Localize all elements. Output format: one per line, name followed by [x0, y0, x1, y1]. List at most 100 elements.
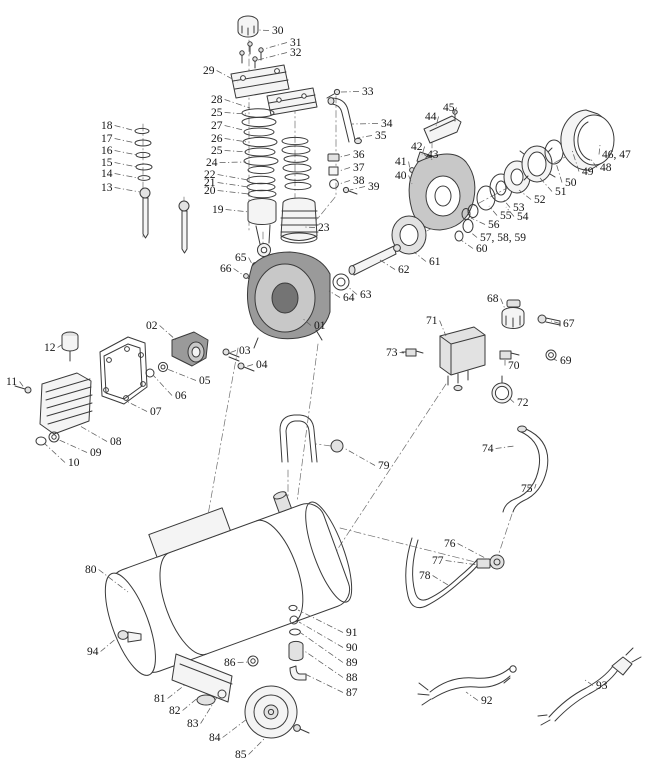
part-wheel — [244, 685, 310, 739]
stator-parts — [476, 139, 564, 211]
part-label-22: 22 — [204, 169, 216, 181]
part-regulator — [501, 299, 525, 329]
leader-line-37 — [338, 167, 351, 172]
leader-line-62 — [379, 259, 396, 270]
leader-line-01 — [301, 317, 312, 326]
head-bolts — [239, 41, 264, 69]
leader-line-66 — [233, 268, 244, 276]
leader-line-43 — [423, 154, 434, 161]
leader-line-32 — [257, 52, 288, 61]
part-label-82: 82 — [169, 705, 181, 717]
part-tank-plug — [117, 630, 142, 643]
leader-line-63 — [346, 285, 358, 295]
tube-fittings — [327, 153, 358, 195]
part-label-56: 56 — [488, 219, 500, 231]
part-label-40: 40 — [395, 170, 407, 182]
leader-line-94 — [100, 636, 119, 652]
leader-line-89 — [300, 632, 344, 663]
leader-line-29 — [216, 70, 239, 83]
part-label-73: 73 — [386, 347, 398, 359]
part-label-80: 80 — [85, 564, 97, 576]
part-power-cord — [537, 647, 642, 726]
leader-line-91 — [297, 609, 344, 633]
leader-line-30 — [258, 29, 270, 31]
leader-line-06 — [152, 374, 173, 396]
part-label-83: 83 — [187, 718, 199, 730]
part-label-78: 78 — [419, 570, 431, 582]
leader-line-40 — [408, 175, 413, 185]
part-label-37: 37 — [353, 162, 365, 174]
leader-line-25 — [224, 150, 249, 153]
leader-line-60 — [460, 239, 474, 249]
part-label-17: 17 — [101, 133, 113, 145]
leader-line-46-47 — [598, 144, 601, 155]
part-label-71: 71 — [426, 315, 438, 327]
leader-line-27 — [224, 125, 248, 132]
leader-line-13 — [114, 187, 141, 193]
part-label-30: 30 — [272, 25, 284, 37]
part-label-44: 44 — [425, 111, 437, 123]
part-label-23: 23 — [318, 222, 330, 234]
part-label-94: 94 — [87, 646, 99, 658]
leader-line-86 — [237, 661, 250, 663]
leader-line-44 — [435, 116, 439, 127]
part-label-57-58-59: 57, 58, 59 — [480, 232, 526, 244]
leader-line-64 — [328, 290, 341, 298]
part-label-92: 92 — [481, 695, 493, 707]
part-label-28: 28 — [211, 94, 223, 106]
leader-line-85 — [248, 736, 267, 755]
part-label-29: 29 — [203, 65, 215, 77]
part-label-18: 18 — [101, 120, 113, 132]
pump-crankcase-shell — [408, 153, 476, 231]
diagram-artwork — [14, 15, 642, 739]
part-label-13: 13 — [101, 182, 113, 194]
part-long-bolt — [139, 187, 151, 239]
leader-line-88 — [302, 649, 344, 678]
leader-line-08 — [79, 425, 108, 442]
part-label-33: 33 — [362, 86, 374, 98]
part-label-61: 61 — [429, 256, 441, 268]
part-label-10: 10 — [68, 457, 80, 469]
part-label-75: 75 — [521, 483, 533, 495]
part-label-66: 66 — [220, 263, 232, 275]
leader-line-42 — [421, 146, 425, 156]
drain-valve-stack — [247, 604, 307, 681]
leader-line-07 — [127, 401, 148, 412]
part-cover-screw — [14, 385, 32, 394]
part-nut — [545, 349, 557, 361]
gasket-stack-right — [281, 136, 312, 191]
tank-feet — [171, 653, 233, 706]
part-label-41: 41 — [395, 156, 407, 168]
leader-line-79 — [343, 447, 376, 466]
part-label-76: 76 — [444, 538, 456, 550]
leader-line-84 — [222, 718, 248, 738]
leader-line-33 — [340, 91, 360, 93]
leader-line-34 — [351, 123, 379, 125]
part-label-74: 74 — [482, 443, 494, 455]
part-label-67: 67 — [563, 318, 575, 330]
part-label-43: 43 — [427, 149, 439, 161]
gasket-stack-left — [241, 108, 279, 175]
part-tank — [104, 491, 353, 676]
leader-line-22 — [217, 174, 249, 181]
part-label-26: 26 — [211, 133, 223, 145]
part-label-49: 49 — [582, 166, 594, 178]
leader-line-78 — [432, 575, 449, 586]
part-label-21: 21 — [204, 177, 216, 189]
leader-line-16 — [114, 150, 138, 156]
part-label-34: 34 — [381, 118, 393, 130]
part-head-bolt-33 — [326, 88, 341, 99]
part-label-89: 89 — [346, 657, 358, 669]
leader-line-82 — [182, 695, 201, 711]
leader-line-61 — [413, 251, 427, 262]
part-label-62: 62 — [398, 264, 410, 276]
part-label-32: 32 — [290, 47, 302, 59]
part-label-19: 19 — [212, 204, 224, 216]
part-label-42: 42 — [411, 141, 423, 153]
leader-line-49 — [571, 149, 580, 172]
part-rotor — [391, 215, 427, 255]
part-label-85: 85 — [235, 749, 247, 761]
leader-line-56 — [470, 217, 486, 225]
leader-line-68 — [500, 298, 506, 310]
